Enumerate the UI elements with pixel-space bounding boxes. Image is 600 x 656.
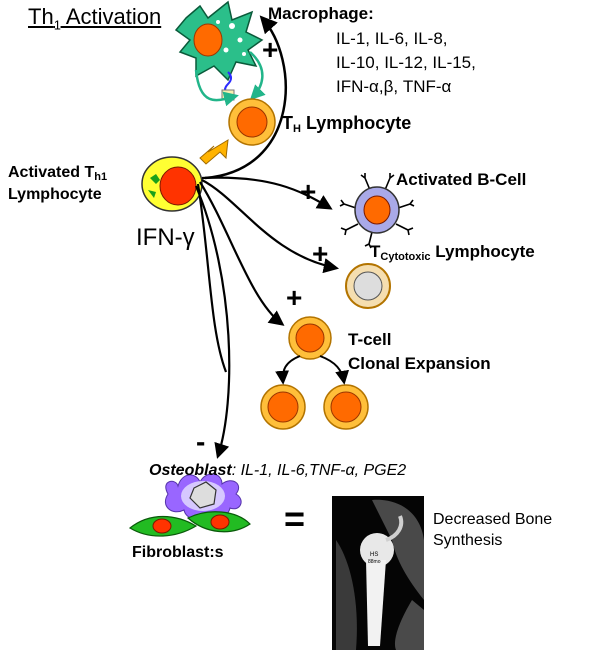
outcome-line: Decreased Bone — [433, 511, 553, 528]
ifn-gamma-label: IFN-γ — [136, 224, 195, 251]
osteoblast-cytokines: : IL-1, IL-6,TNF-α, PGE2 — [231, 462, 407, 479]
osteoblast-cell — [164, 473, 242, 520]
fibroblasts-label: Fibroblast:s — [132, 544, 224, 561]
label-subscript: h1 — [94, 171, 108, 183]
b-cell-label: Activated B-Cell — [396, 170, 527, 189]
outcome-line: Synthesis — [433, 531, 503, 549]
osteoblast-label: Osteoblast: IL-1, IL-6,TNF-α, PGE2 — [149, 462, 406, 480]
clonal-label-line2: Clonal Expansion — [348, 354, 491, 373]
feedback-arrow — [204, 15, 287, 180]
th-lymphocyte-cell — [228, 98, 276, 146]
diagram-title: Th1 Activation — [28, 4, 161, 33]
label-text: T — [282, 113, 293, 133]
effector-arrows — [194, 176, 340, 459]
outcome-label: Decreased Bone Synthesis — [433, 510, 552, 552]
plus-sign: + — [286, 282, 303, 313]
macrophage-cytokines-line: IL-10, IL-12, IL-15, — [336, 53, 476, 72]
label-text: T — [370, 242, 381, 261]
t-cytotoxic-cell — [345, 263, 391, 309]
hip-xray-image: HS 88mo — [332, 496, 424, 650]
clonal-label-line1: T-cell — [348, 330, 392, 349]
label-text: Activated T — [8, 164, 95, 181]
label-subscript: Cytotoxic — [380, 251, 431, 263]
xray-implant-text: 88mo — [368, 559, 381, 565]
activated-th1-label: Activated Th1 — [8, 164, 107, 184]
activated-th1-label-line2: Lymphocyte — [8, 186, 102, 203]
macrophage-cell — [174, 0, 266, 107]
minus-sign: - — [196, 426, 206, 457]
clonal-expansion-cells — [260, 316, 369, 430]
th-lymphocyte-label: TH Lymphocyte — [282, 113, 411, 136]
macrophage-cytokines-line: IL-1, IL-6, IL-8, — [336, 29, 448, 48]
fibroblast-cells — [128, 511, 251, 537]
t-cytotoxic-label: TCytotoxic Lymphocyte — [370, 242, 535, 264]
macrophage-cytokines-line: IFN-α,β, TNF-α — [336, 77, 452, 96]
activation-arrow-icon — [199, 139, 229, 165]
plus-sign: + — [300, 176, 317, 207]
equals-sign: = — [284, 498, 306, 539]
title-subscript: 1 — [53, 17, 61, 33]
label-text: Lymphocyte — [430, 242, 535, 261]
label-text: Lymphocyte — [300, 113, 412, 133]
plus-sign: + — [262, 34, 279, 65]
osteoblast-name: Osteoblast — [149, 462, 232, 479]
plus-sign: + — [312, 238, 329, 269]
activated-th1-cell — [141, 156, 203, 212]
xray-implant-text: HS — [370, 552, 378, 558]
title-text: Activation — [60, 4, 162, 29]
b-cell — [339, 173, 415, 249]
macrophage-heading: Macrophage: — [268, 4, 374, 23]
label-subscript: H — [293, 123, 301, 135]
title-text: Th — [28, 4, 54, 29]
